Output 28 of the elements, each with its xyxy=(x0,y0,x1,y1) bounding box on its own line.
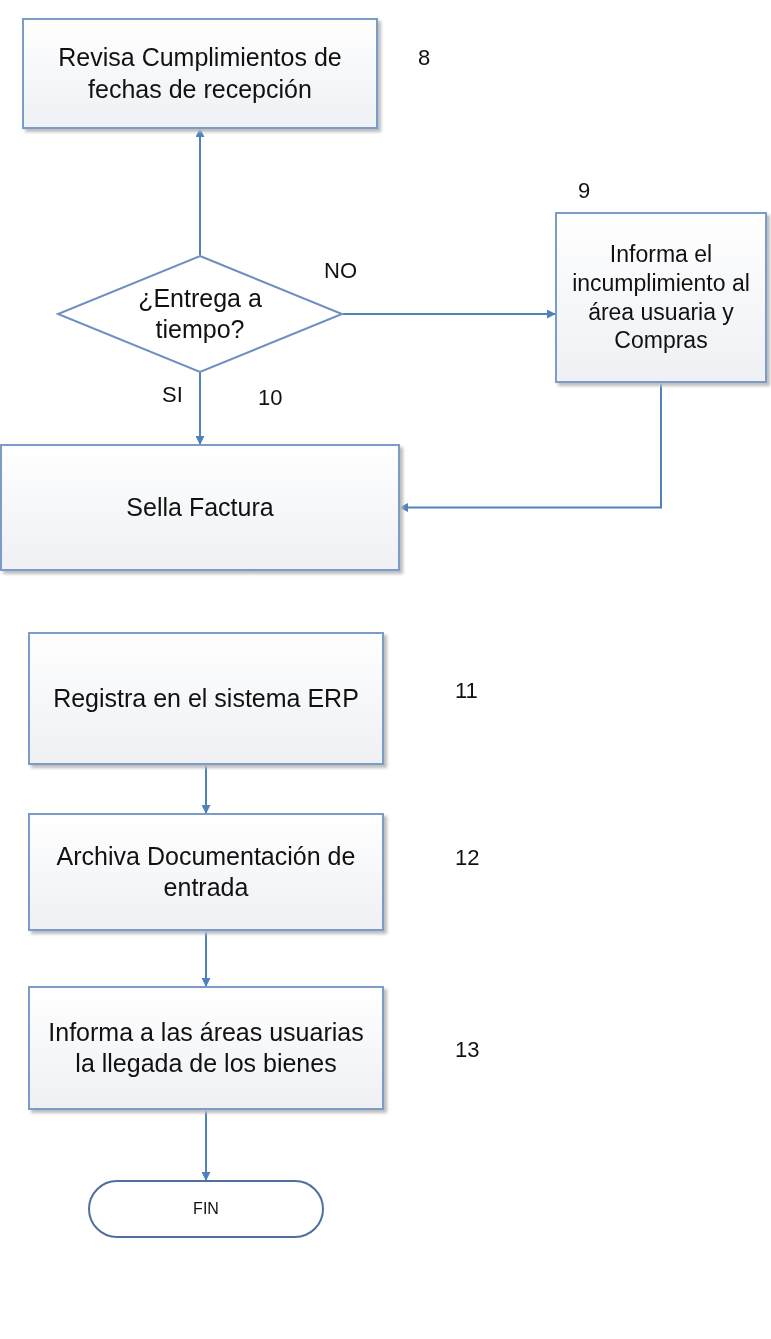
arrow xyxy=(195,372,205,445)
arrow xyxy=(201,930,211,987)
arrow xyxy=(342,309,556,319)
step-number: 12 xyxy=(455,845,480,871)
arrow xyxy=(399,382,662,512)
node-label: Informa el incumplimiento al área usuaria y Compras xyxy=(571,240,751,355)
terminator xyxy=(88,1180,324,1238)
node-label: FIN xyxy=(193,1199,219,1219)
node-label: Informa a las áreas usuarias la llegada de los bienes xyxy=(47,1016,365,1079)
process-box xyxy=(22,18,378,129)
process-box xyxy=(28,986,384,1110)
step-number: 10 xyxy=(258,385,283,411)
process-box xyxy=(555,212,767,383)
node-label: ¿Entrega a tiempo? xyxy=(137,282,263,345)
node-label: Revisa Cumplimientos de fechas de recepción xyxy=(57,42,343,105)
step-number: 8 xyxy=(418,45,431,71)
arrow xyxy=(201,764,211,814)
node-label: Archiva Documentación de entrada xyxy=(55,840,357,903)
process-box xyxy=(28,632,384,765)
process-box xyxy=(0,444,400,571)
arrow xyxy=(201,1109,211,1181)
process-box xyxy=(28,813,384,931)
arrow xyxy=(195,128,205,256)
step-number: 13 xyxy=(455,1037,480,1063)
node-label: Sella Factura xyxy=(126,491,274,523)
node-label: Registra en el sistema ERP xyxy=(53,682,359,714)
step-number: 11 xyxy=(455,678,478,704)
step-number: 9 xyxy=(578,178,591,204)
